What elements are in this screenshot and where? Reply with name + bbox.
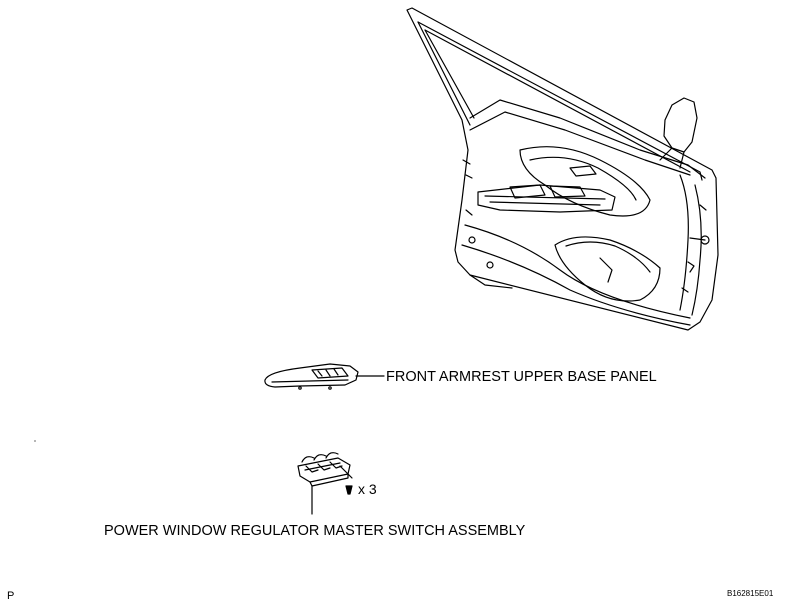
master-switch-label: POWER WINDOW REGULATOR MASTER SWITCH ASS…: [104, 523, 526, 539]
corner-mark: P: [7, 590, 15, 602]
screw-quantity-label: x 3: [358, 481, 377, 497]
figure-code: B162815E01: [727, 589, 774, 598]
armrest-panel-drawing: [264, 363, 385, 390]
speck: [34, 440, 36, 442]
master-switch-drawing: [297, 452, 353, 515]
armrest-panel-label: FRONT ARMREST UPPER BASE PANEL: [386, 369, 657, 385]
door-trim-drawing: [406, 7, 719, 331]
screw-icon: [345, 485, 353, 495]
